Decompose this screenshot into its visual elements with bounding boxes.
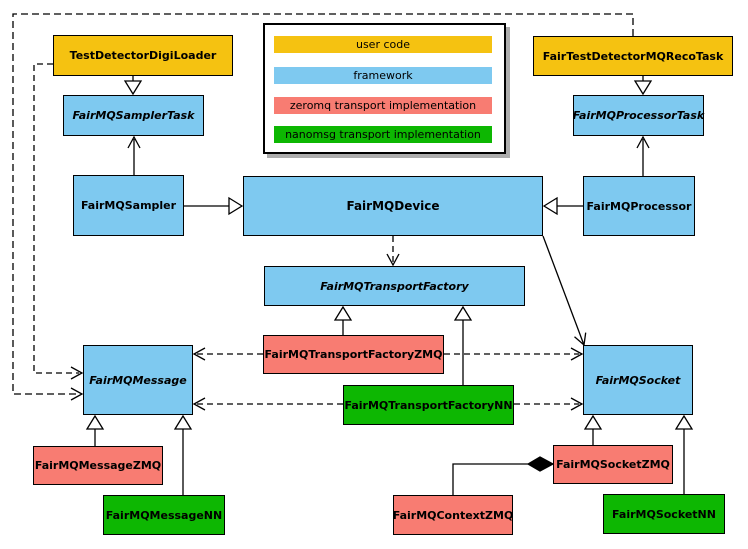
inheritance-arrow-factorynn-to-factory [453, 305, 473, 385]
class-node-fairmqsocketnn: FairMQSocketNN [603, 494, 725, 534]
composition-link-contextzmq-socketzmq [452, 456, 555, 495]
class-node-fairmqtransportfactoryzmq: FairMQTransportFactoryZMQ [263, 335, 444, 374]
class-node-fairmqprocessor: FairMQProcessor [583, 176, 695, 236]
legend-label-framework: framework [353, 69, 413, 82]
legend-label-nanomsg: nanomsg transport implementation [285, 128, 481, 141]
legend-box: user code framework zeromq transport imp… [263, 23, 506, 154]
class-node-fairmqmessagezmq: FairMQMessageZMQ [33, 446, 163, 485]
dependency-arrow-factoryzmq-to-message [192, 347, 263, 361]
inheritance-arrow-socketzmq-to-socket [583, 414, 603, 445]
dependency-arrow-factoryzmq-to-socket [444, 347, 584, 361]
class-node-fairmqprocessortask: FairMQProcessorTask [573, 95, 704, 136]
dependency-arrow-factorynn-to-socket [514, 397, 584, 411]
legend-item-zeromq: zeromq transport implementation [274, 97, 492, 114]
class-node-fairmqtransportfactorynn: FairMQTransportFactoryNN [343, 385, 514, 425]
inheritance-arrow-recotask-to-processortask [633, 76, 653, 96]
legend-item-framework: framework [274, 67, 492, 84]
legend-label-user-code: user code [355, 38, 411, 51]
class-node-fairmqmessagenn: FairMQMessageNN [103, 495, 225, 535]
inheritance-arrow-socketnn-to-socket [674, 414, 694, 494]
class-node-testdetectordigiloader: TestDetectorDigiLoader [53, 35, 233, 76]
inheritance-arrow-factoryzmq-to-factory [333, 305, 353, 335]
association-arrow-sampler-to-samplertask [127, 135, 141, 175]
class-node-fairmqsamplertask: FairMQSamplerTask [63, 95, 204, 136]
dependency-arrow-factorynn-to-message [192, 397, 343, 411]
inheritance-arrow-processor-to-device [542, 196, 583, 216]
inheritance-arrow-messagenn-to-message [173, 414, 193, 495]
dependency-arrow-device-to-factory [386, 236, 400, 267]
inheritance-arrow-loader-to-samplertask [123, 75, 143, 96]
dependency-arrow-recotask-to-message [12, 13, 634, 401]
legend-item-nanomsg: nanomsg transport implementation [274, 126, 492, 143]
association-arrow-processor-to-processortask [636, 135, 650, 176]
class-node-fairmqsampler: FairMQSampler [73, 175, 184, 236]
association-arrow-device-to-socket [542, 235, 587, 347]
inheritance-arrow-sampler-to-device [184, 196, 244, 216]
inheritance-arrow-messagezmq-to-message [85, 414, 105, 446]
class-node-fairmqmessage: FairMQMessage [83, 345, 193, 415]
class-node-fairmqtransportfactory: FairMQTransportFactory [264, 266, 525, 306]
class-node-fairmqcontextzmq: FairMQContextZMQ [393, 495, 513, 535]
legend-item-user-code: user code [274, 36, 492, 53]
class-node-fairmqsocket: FairMQSocket [583, 345, 693, 415]
class-node-fairmqsocketzmq: FairMQSocketZMQ [553, 445, 673, 484]
class-node-fairtestdetectormqrecotask: FairTestDetectorMQRecoTask [533, 36, 733, 76]
legend-label-zeromq: zeromq transport implementation [289, 99, 477, 112]
dependency-arrow-loader-to-message [33, 63, 84, 380]
class-node-fairmqdevice: FairMQDevice [243, 176, 543, 236]
